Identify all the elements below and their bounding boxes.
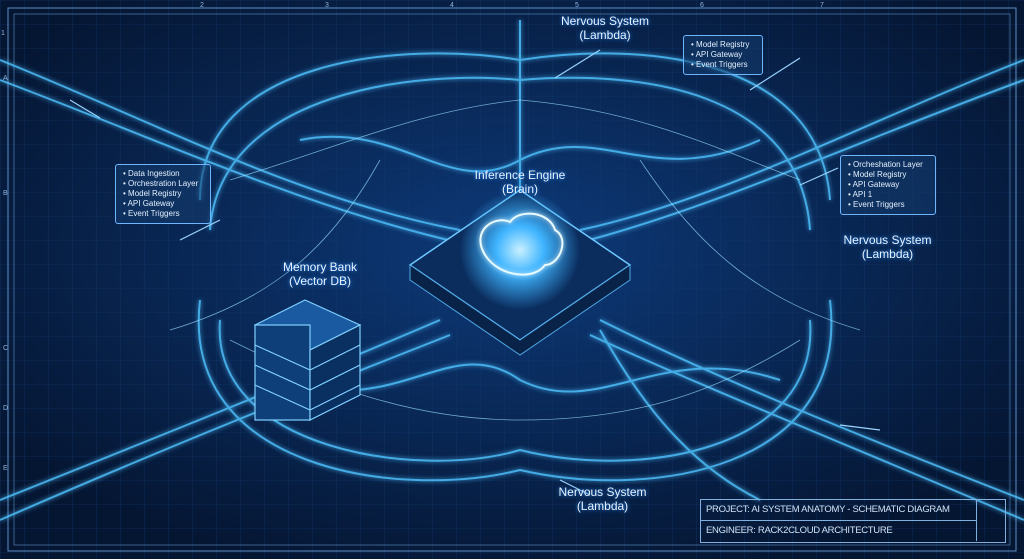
callout-item: Event Triggers [848,200,928,210]
label-line: (Lambda) [861,247,914,261]
callout-item: API Gateway [123,199,203,209]
label-line: Nervous System [560,14,650,28]
callout-item: API Gateway [691,50,755,60]
ruler-col-7: 7 [820,2,824,9]
server-stack-icon [253,299,362,421]
engineer-name: ENGINEER: RACK2CLOUD ARCHITECTURE [701,521,977,541]
ruler-row-a: A [3,75,8,82]
ruler-row-b: B [3,190,8,197]
callout-item: API Gateway [848,180,928,190]
callout-left: Data Ingestion Orchestration Layer Model… [115,164,211,224]
label-line: Inference Engine [474,168,566,182]
ruler-row-e: E [3,465,8,472]
callout-item: Orcheshation Layer [848,160,928,170]
callout-item: Model Registry [691,40,755,50]
project-title: PROJECT: AI SYSTEM ANATOMY - SCHEMATIC D… [701,500,977,521]
callout-item: Orchestration Layer [123,179,203,189]
label-nervous-system-bottom: Nervous System(Lambda) [550,485,655,513]
label-inference-engine: Inference Engine(Brain) [465,168,575,196]
callout-right: Orcheshation Layer Model Registry API Ga… [840,155,936,215]
label-line: (Vector DB) [288,274,351,288]
title-block: PROJECT: AI SYSTEM ANATOMY - SCHEMATIC D… [700,499,1006,543]
label-line: (Lambda) [579,28,631,42]
label-line: Nervous System [843,233,932,247]
ruler-col-6: 6 [700,2,704,9]
label-nervous-system-right: Nervous System(Lambda) [835,233,940,261]
callout-top-right: Model Registry API Gateway Event Trigger… [683,35,763,75]
ruler-col-3: 3 [325,2,329,9]
label-line: Memory Bank [282,260,358,274]
label-line: (Lambda) [576,499,629,513]
callout-item: Data Ingestion [123,169,203,179]
label-nervous-system-top: Nervous System(Lambda) [555,14,655,42]
ruler-col-4: 4 [450,2,454,9]
ruler-col-2: 2 [200,2,204,9]
label-line: Nervous System [558,485,647,499]
ruler-row-d: D [3,405,9,412]
callout-item: Model Registry [848,170,928,180]
label-line: (Brain) [501,182,538,196]
callout-item: Event Triggers [691,60,755,70]
brain-icon [460,190,580,310]
ruler-row-c: C [3,345,9,352]
ruler-col-5: 5 [575,2,579,9]
callout-item: Model Registry [123,189,203,199]
callout-item: Event Triggers [123,209,203,219]
label-memory-bank: Memory Bank(Vector DB) [270,260,370,288]
ruler-col-1: 1 [1,30,5,37]
callout-item: API 1 [848,190,928,200]
